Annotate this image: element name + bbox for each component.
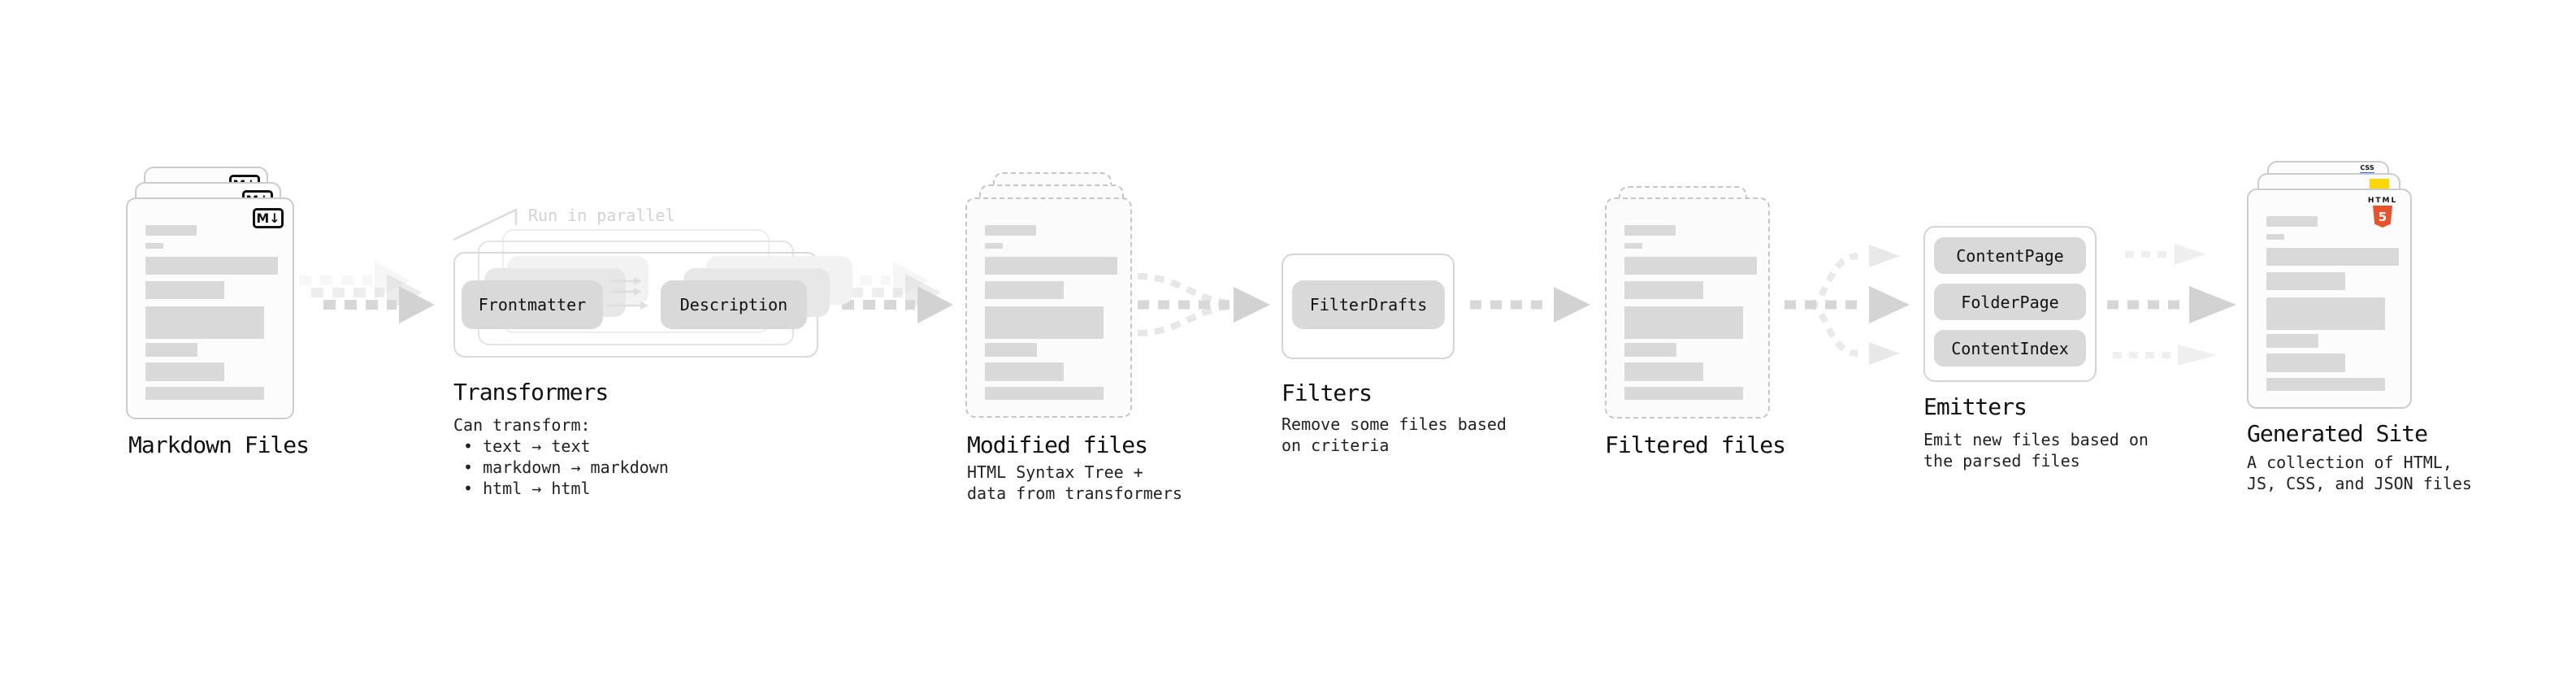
frontmatter-badge: Frontmatter xyxy=(462,280,603,329)
placeholder-bar xyxy=(1624,225,1676,236)
filterdrafts-badge: FilterDrafts xyxy=(1292,280,1445,329)
placeholder-bar xyxy=(2266,334,2318,348)
modified-files-description: HTML Syntax Tree + data from transformer… xyxy=(967,462,1182,504)
parallel-transform-arrows xyxy=(606,277,648,310)
filters-desc-line: Remove some files based xyxy=(1281,414,1507,434)
placeholder-bar xyxy=(2266,248,2399,266)
generated-site-description: A collection of HTML, JS, CSS, and JSON … xyxy=(2247,452,2472,494)
filters-label: Filters xyxy=(1281,380,1373,406)
placeholder-bar xyxy=(1624,387,1743,400)
emitters-box xyxy=(1923,226,2097,382)
markdown-files-label: Markdown Files xyxy=(128,432,310,458)
placeholder-bar xyxy=(145,362,224,381)
contentpage-badge: ContentPage xyxy=(1934,237,2086,274)
transformers-bullet: • html → html xyxy=(463,479,591,498)
transformers-description: Can transform: • text → text • markdown … xyxy=(453,414,669,499)
generated-file-card-front: HTML 5 xyxy=(2247,189,2412,409)
filters-box xyxy=(1281,254,1455,359)
html5-icon-title: HTML xyxy=(2367,197,2398,205)
description-badge: Description xyxy=(661,280,807,329)
placeholder-bar xyxy=(1624,243,1642,249)
flow-arrow-single xyxy=(1470,287,1590,323)
modified-desc-line: HTML Syntax Tree + xyxy=(967,462,1143,482)
placeholder-bar xyxy=(2266,234,2284,240)
flow-arrow-converge xyxy=(1137,273,1270,336)
placeholder-bar xyxy=(1624,281,1703,299)
transformers-desc-title: Can transform: xyxy=(453,415,591,435)
placeholder-bar xyxy=(2266,354,2345,372)
placeholder-bar xyxy=(1624,362,1703,381)
placeholder-bar xyxy=(2266,216,2318,227)
placeholder-bar xyxy=(985,362,1064,381)
placeholder-bar xyxy=(145,257,278,275)
placeholder-bar xyxy=(1624,343,1676,357)
transformers-bullet: • text → text xyxy=(463,436,591,456)
filtered-file-card-front xyxy=(1605,197,1770,419)
placeholder-bar xyxy=(145,306,264,339)
filters-desc-line: on criteria xyxy=(1281,436,1390,455)
filters-description: Remove some files based on criteria xyxy=(1281,414,1507,456)
placeholder-bar xyxy=(1624,257,1757,275)
emitters-label: Emitters xyxy=(1923,393,2027,420)
filtered-files-label: Filtered files xyxy=(1605,432,1786,458)
modified-file-card-front xyxy=(965,197,1132,418)
markdown-file-card-front: M↓ xyxy=(126,197,294,419)
generated-desc-line: JS, CSS, and JSON files xyxy=(2247,474,2472,493)
placeholder-bar xyxy=(985,281,1064,299)
contentindex-badge: ContentIndex xyxy=(1934,330,2086,367)
placeholder-bar xyxy=(985,306,1104,339)
placeholder-bar xyxy=(985,387,1104,400)
run-in-parallel-annotation: Run in parallel xyxy=(528,206,675,225)
emitters-desc-line: Emit new files based on xyxy=(1923,430,2149,449)
placeholder-bar xyxy=(1624,306,1743,339)
placeholder-bar xyxy=(985,343,1037,357)
placeholder-bar xyxy=(145,243,163,249)
emitters-desc-line: the parsed files xyxy=(1923,451,2080,471)
placeholder-bar xyxy=(985,243,1003,249)
folderpage-badge: FolderPage xyxy=(1934,284,2086,320)
flow-arrow-triple xyxy=(2107,244,2236,366)
modified-desc-line: data from transformers xyxy=(967,484,1182,503)
flow-arrow-fanout xyxy=(1785,245,1910,365)
placeholder-bar xyxy=(145,225,197,236)
generated-desc-line: A collection of HTML, xyxy=(2247,453,2452,472)
annotation-connector-line xyxy=(453,208,518,241)
placeholder-bar xyxy=(2266,272,2345,290)
placeholder-bar xyxy=(985,225,1036,236)
placeholder-bar xyxy=(2266,378,2385,391)
markdown-icon: M↓ xyxy=(253,208,284,228)
placeholder-bar xyxy=(2266,297,2385,330)
placeholder-bar xyxy=(145,281,224,299)
transformers-label: Transformers xyxy=(453,379,609,406)
generated-site-label: Generated Site xyxy=(2247,420,2428,447)
html5-icon: HTML 5 xyxy=(2365,197,2400,228)
placeholder-bar xyxy=(145,343,197,357)
modified-files-label: Modified files xyxy=(967,432,1148,458)
js-icon xyxy=(2370,179,2389,190)
emitters-description: Emit new files based on the parsed files xyxy=(1923,429,2149,471)
transformers-bullet: • markdown → markdown xyxy=(463,458,669,477)
html5-icon-shield: 5 xyxy=(2373,206,2392,228)
flow-arrow-stacked xyxy=(299,262,435,323)
placeholder-bar xyxy=(145,387,264,400)
placeholder-bar xyxy=(985,257,1117,275)
css-icon-label: CSS xyxy=(2360,164,2374,171)
